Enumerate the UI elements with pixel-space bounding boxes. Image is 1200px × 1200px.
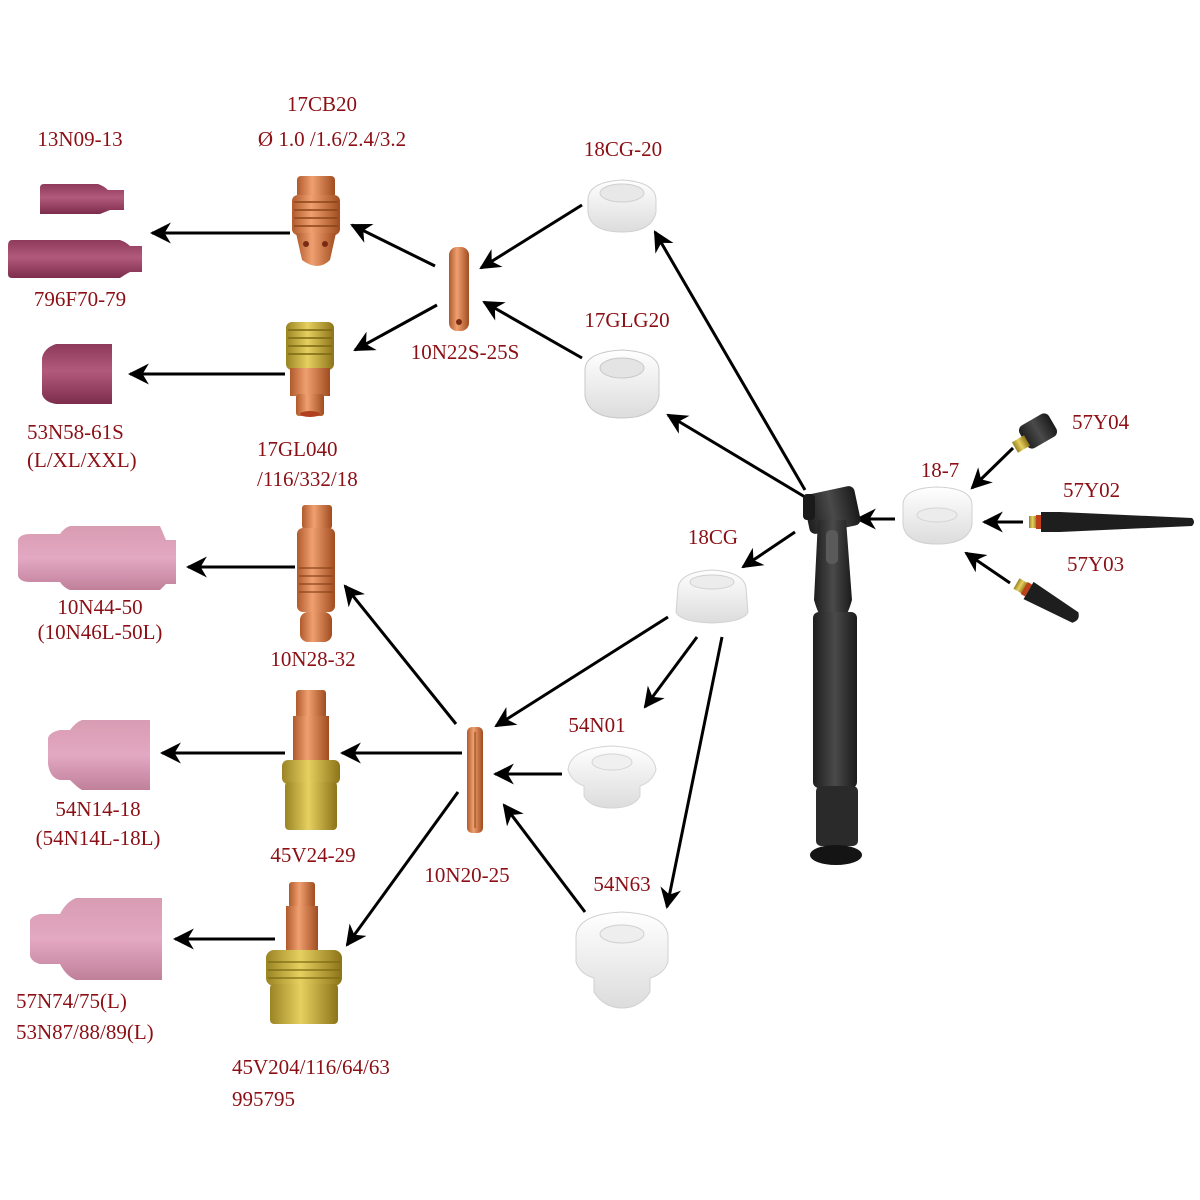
label-18cg: 18CG — [687, 525, 739, 549]
label-54n14-long: (54N14L-18L) — [35, 826, 161, 850]
part-10n22s-collet[interactable] — [449, 247, 469, 331]
part-54n14-cup[interactable] — [48, 720, 150, 790]
label-54n14: 54N14-18 — [55, 797, 141, 821]
part-tig-torch[interactable] — [802, 485, 862, 865]
part-17cb20-collet-body[interactable] — [292, 176, 340, 266]
label-57y04: 57Y04 — [1072, 410, 1130, 434]
part-18cg-20-insulator[interactable] — [587, 179, 657, 233]
label-10n20: 10N20-25 — [424, 863, 510, 887]
label-17gl040: 17GL040 — [257, 437, 338, 461]
arrow-54n63-to-10n20 — [502, 803, 587, 913]
part-57y04-back-cap[interactable] — [1011, 411, 1059, 453]
part-10n20-collet[interactable] — [467, 727, 483, 833]
label-10n44-long: (10N46L-50L) — [37, 620, 163, 644]
part-10n28-collet-body[interactable] — [297, 505, 335, 642]
label-53n58-sizes: (L/XL/XXL) — [27, 448, 137, 472]
part-45v24-gas-lens[interactable] — [282, 690, 340, 830]
arrow-10n20-to-45v204 — [345, 791, 460, 947]
label-17cb20-sizes: Ø 1.0 /1.6/2.4/3.2 — [257, 127, 407, 151]
label-18-7: 18-7 — [920, 458, 960, 482]
arrow-torch-to-18cg20 — [653, 230, 807, 491]
arrow-10n22s-to-17gl040 — [353, 303, 438, 352]
label-57n74: 57N74/75(L) — [16, 989, 127, 1013]
label-57y02: 57Y02 — [1063, 478, 1121, 502]
label-57y03: 57Y03 — [1067, 552, 1125, 576]
part-57n74-cup[interactable] — [30, 898, 162, 980]
arrow-18cg-to-54n01 — [643, 636, 699, 709]
part-54n01-insulator[interactable] — [567, 745, 657, 809]
part-45v204-gas-lens[interactable] — [266, 882, 342, 1024]
part-10n44-cup[interactable] — [18, 526, 176, 590]
label-13n09: 13N09-13 — [37, 127, 123, 151]
arrow-10n20-to-10n28 — [343, 584, 458, 725]
label-45v204: 45V204/116/64/63 — [232, 1055, 390, 1079]
arrow-torch-to-18cg — [741, 530, 796, 569]
arrow-57y04-to-18-7 — [970, 446, 1015, 490]
label-10n28: 10N28-32 — [270, 647, 356, 671]
arrow-57y03-to-18-7 — [964, 551, 1011, 585]
label-10n22s: 10N22S-25S — [410, 340, 520, 364]
arrows — [127, 203, 1023, 950]
part-796f70-cup[interactable] — [8, 240, 142, 278]
label-10n44: 10N44-50 — [57, 595, 143, 619]
label-796f70: 796F70-79 — [33, 287, 127, 311]
label-53n58: 53N58-61S — [27, 420, 124, 444]
part-57y02-back-cap[interactable] — [1029, 512, 1194, 532]
arrow-torch-to-17glg20 — [666, 413, 806, 499]
label-18cg-20: 18CG-20 — [583, 137, 663, 161]
label-54n63: 54N63 — [593, 872, 651, 896]
arrow-10n22s-to-17cb20 — [350, 223, 436, 268]
part-18cg-insulator[interactable] — [675, 569, 749, 624]
part-17gl040-gas-lens[interactable] — [286, 322, 334, 417]
part-57y03-back-cap[interactable] — [1011, 575, 1082, 628]
part-13n09-cup[interactable] — [40, 184, 124, 214]
label-54n01: 54N01 — [568, 713, 626, 737]
label-17cb20: 17CB20 — [286, 92, 358, 116]
arrow-18cg20-to-10n22s — [479, 203, 583, 270]
label-995795: 995795 — [232, 1087, 295, 1111]
part-17glg20-insulator[interactable] — [584, 349, 660, 419]
arrow-18cg-to-10n20 — [494, 615, 669, 728]
label-17glg20: 17GLG20 — [584, 308, 670, 332]
part-53n58-cup[interactable] — [42, 344, 112, 404]
label-53n87: 53N87/88/89(L) — [16, 1020, 154, 1044]
label-17gl040-variants: /116/332/18 — [257, 467, 358, 491]
arrow-18cg-to-54n63 — [660, 636, 724, 910]
label-45v24: 45V24-29 — [270, 843, 356, 867]
arrow-17glg20-to-10n22s — [482, 300, 583, 360]
part-54n63-insulator[interactable] — [575, 911, 669, 1009]
part-18-7-heat-shield[interactable] — [902, 486, 973, 545]
